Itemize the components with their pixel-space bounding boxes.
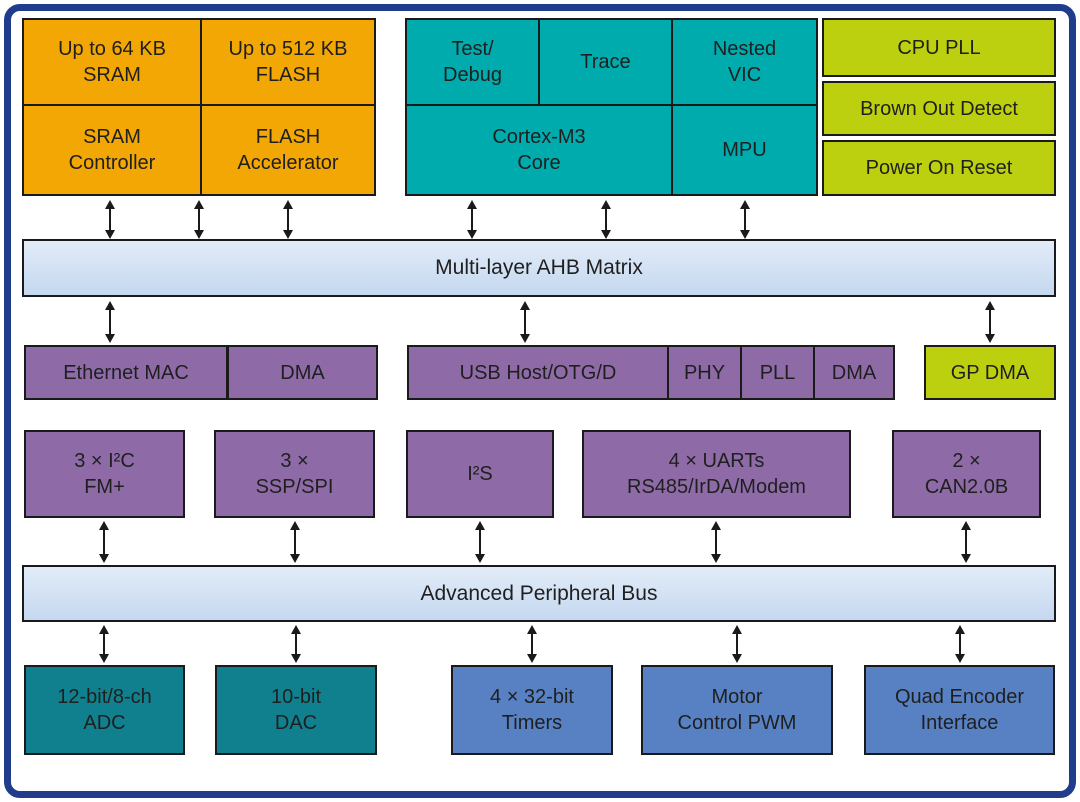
bus-arrow	[739, 200, 751, 239]
block-can: 2 × CAN2.0B	[892, 430, 1041, 518]
bus-arrow	[98, 625, 110, 663]
cpu-group: Test/ Debug Trace Nested VIC Cortex-M3 C…	[405, 18, 818, 196]
arrow-line	[294, 527, 296, 557]
diagram-frame	[4, 4, 1076, 798]
arrow-line	[524, 307, 526, 337]
block-usb-dma: DMA	[815, 347, 893, 398]
bus-arrow	[519, 301, 531, 343]
arrow-line	[295, 631, 297, 657]
bus-arrow	[104, 200, 116, 239]
bus-arrow	[954, 625, 966, 663]
block-usb-phy: PHY	[669, 347, 740, 398]
bus-arrow	[104, 301, 116, 343]
arrow-line	[959, 631, 961, 657]
bus-arrow	[466, 200, 478, 239]
bus-arrow	[710, 521, 722, 563]
bus-arrow	[731, 625, 743, 663]
bus-arrow	[290, 625, 302, 663]
ethernet-group: Ethernet MAC DMA	[24, 345, 378, 400]
block-brown-out-detect: Brown Out Detect	[822, 81, 1056, 136]
arrow-line	[736, 631, 738, 657]
arrow-line	[103, 527, 105, 557]
block-mpu: MPU	[673, 106, 816, 194]
apb-bus: Advanced Peripheral Bus	[22, 565, 1056, 622]
block-ethernet-mac: Ethernet MAC	[26, 347, 226, 398]
arrow-line	[103, 631, 105, 657]
block-test-debug: Test/ Debug	[407, 20, 538, 104]
block-sram: Up to 64 KB SRAM	[24, 20, 200, 104]
block-i2s: I²S	[406, 430, 554, 518]
arrow-line	[287, 206, 289, 233]
block-quad-encoder-interface: Quad Encoder Interface	[864, 665, 1055, 755]
arrow-line	[744, 206, 746, 233]
block-adc: 12-bit/8-ch ADC	[24, 665, 185, 755]
bus-arrow	[960, 521, 972, 563]
block-cpu-pll: CPU PLL	[822, 18, 1056, 77]
block-cortex-m3-core: Cortex-M3 Core	[407, 106, 671, 194]
block-nested-vic: Nested VIC	[673, 20, 816, 104]
block-trace: Trace	[540, 20, 671, 104]
arrow-line	[605, 206, 607, 233]
block-usb-host: USB Host/OTG/D	[409, 347, 667, 398]
block-dac: 10-bit DAC	[215, 665, 377, 755]
arrow-line	[965, 527, 967, 557]
block-flash: Up to 512 KB FLASH	[202, 20, 374, 104]
bus-arrow	[474, 521, 486, 563]
arrow-line	[715, 527, 717, 557]
bus-arrow	[282, 200, 294, 239]
block-gp-dma: GP DMA	[924, 345, 1056, 400]
arrow-line	[531, 631, 533, 657]
block-usb-pll: PLL	[742, 347, 813, 398]
arrow-line	[479, 527, 481, 557]
block-sram-controller: SRAM Controller	[24, 106, 200, 194]
block-ssp-spi: 3 × SSP/SPI	[214, 430, 375, 518]
arrow-line	[109, 307, 111, 337]
arrow-line	[198, 206, 200, 233]
bus-arrow	[526, 625, 538, 663]
bus-arrow	[98, 521, 110, 563]
memory-group: Up to 64 KB SRAM Up to 512 KB FLASH SRAM…	[22, 18, 376, 196]
block-power-on-reset: Power On Reset	[822, 140, 1056, 196]
ahb-matrix-bus: Multi-layer AHB Matrix	[22, 239, 1056, 297]
block-flash-accelerator: FLASH Accelerator	[202, 106, 374, 194]
block-motor-control-pwm: Motor Control PWM	[641, 665, 833, 755]
usb-group: USB Host/OTG/D PHY PLL DMA	[407, 345, 895, 400]
arrow-line	[989, 307, 991, 337]
block-timers: 4 × 32-bit Timers	[451, 665, 613, 755]
block-i2c: 3 × I²C FM+	[24, 430, 185, 518]
block-ethernet-dma: DMA	[229, 347, 376, 398]
block-uarts: 4 × UARTs RS485/IrDA/Modem	[582, 430, 851, 518]
bus-arrow	[289, 521, 301, 563]
arrow-line	[471, 206, 473, 233]
bus-arrow	[193, 200, 205, 239]
arrow-line	[109, 206, 111, 233]
bus-arrow	[984, 301, 996, 343]
bus-arrow	[600, 200, 612, 239]
